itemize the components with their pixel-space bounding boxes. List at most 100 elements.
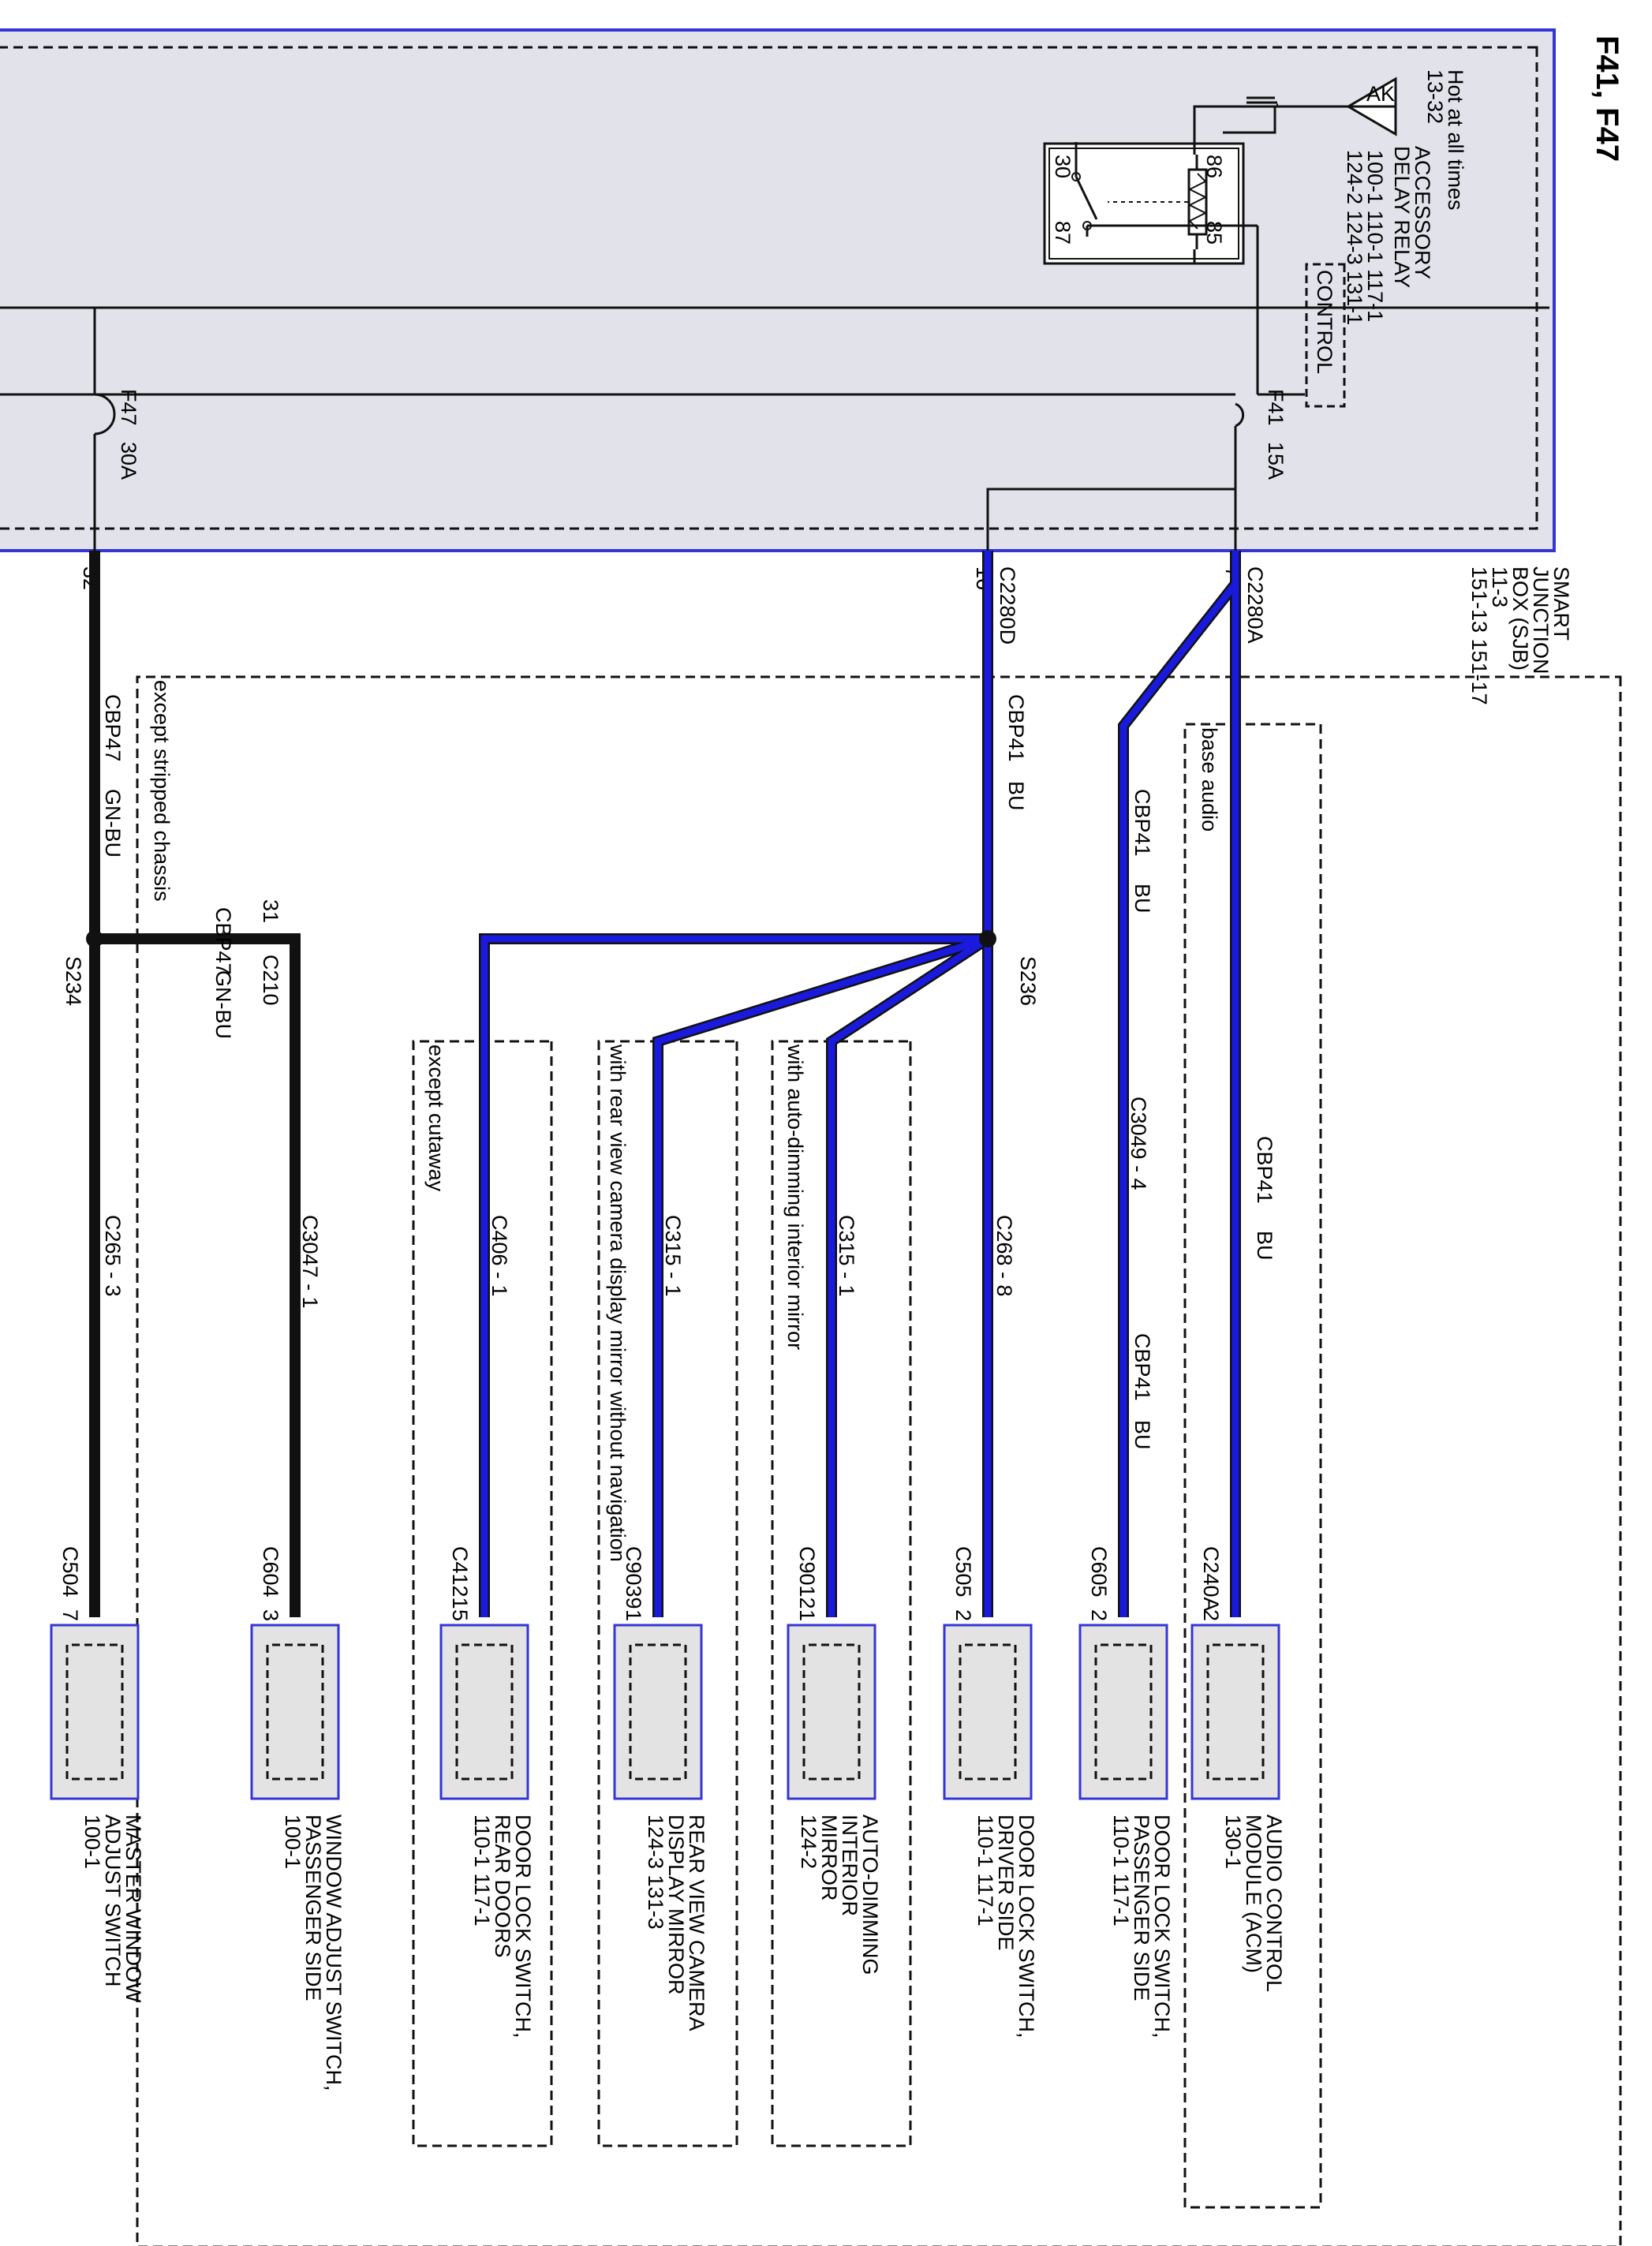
group-base-audio: [1183, 723, 1322, 2209]
component-pin: 3: [259, 1609, 282, 1621]
splice-s234-label: S234: [62, 956, 85, 1006]
svg-text:CBP41: CBP41: [1253, 1136, 1276, 1204]
group-except-stripped-chassis: [136, 675, 1622, 2246]
component-label: MASTER WINDOWADJUST SWITCH100-1: [80, 1814, 145, 2003]
component-box: [250, 1624, 340, 1800]
component-label: DOOR LOCK SWITCH,DRIVER SIDE110-1 117-1: [974, 1814, 1038, 2039]
svg-text:C315 - 1: C315 - 1: [661, 1215, 685, 1297]
svg-text:F47: F47: [117, 389, 140, 426]
component-connector: C504: [58, 1546, 82, 1598]
svg-text:C2280D: C2280D: [996, 566, 1019, 645]
svg-text:C210: C210: [259, 955, 282, 1006]
relay-control: CONTROL: [1305, 263, 1346, 408]
component-pin: 1: [795, 1609, 819, 1621]
svg-text:BU: BU: [1004, 781, 1028, 811]
component-inner: [959, 1643, 1017, 1781]
component-connector: C9012: [795, 1546, 819, 1609]
svg-text:C268 - 8: C268 - 8: [992, 1215, 1016, 1297]
relay-title: ACCESSORY DELAY RELAY: [1390, 146, 1434, 288]
svg-text:CBP47: CBP47: [101, 694, 125, 762]
svg-text:CBP41: CBP41: [1004, 694, 1028, 762]
accessory-delay-relay: 86 85 30 87 ACCESSORY DELAY RELAY 100-1 …: [1043, 142, 1434, 328]
component-connector: C9039: [622, 1546, 645, 1609]
svg-text:C2280A: C2280A: [1243, 566, 1267, 644]
svg-text:C265 - 3: C265 - 3: [101, 1215, 125, 1297]
svg-text:BU: BU: [1131, 884, 1154, 914]
page-title: F41, F47: [1590, 36, 1624, 162]
svg-text:CBP41: CBP41: [1131, 789, 1154, 857]
component-inner: [629, 1643, 687, 1781]
group-outer-label: except stripped chassis: [150, 680, 174, 902]
blue-wires: [480, 551, 1239, 1617]
svg-text:C3049 - 4: C3049 - 4: [1127, 1097, 1150, 1190]
relay-pin-87: 87: [1051, 221, 1075, 245]
component-connector: C604: [259, 1546, 282, 1598]
component-connector: C505: [951, 1546, 975, 1598]
svg-text:F41: F41: [1264, 389, 1288, 426]
component-box: [439, 1624, 529, 1800]
control-label: CONTROL: [1313, 270, 1336, 374]
feed-wires: [1223, 96, 1275, 134]
relay-refs: 100-1 110-1 117-1 124-2 124-3 131-1: [1343, 150, 1387, 328]
svg-text:31: 31: [259, 899, 282, 923]
group-rear-camera-label: with rear view camera display mirror wit…: [606, 1044, 630, 1562]
fuse-f41: F41 15A: [1235, 389, 1288, 480]
inline-connectors: C3049 - 4 C268 - 8 C315 - 1 C315 - 1 C40…: [101, 899, 1150, 1309]
svg-text:GN-BU: GN-BU: [211, 970, 235, 1039]
component-connector: C605: [1087, 1546, 1111, 1598]
group-base-audio-label: base audio: [1198, 727, 1221, 832]
component-pin: 2: [951, 1609, 975, 1621]
component-inner: [1094, 1643, 1153, 1781]
component-inner: [266, 1643, 324, 1781]
component-connector: C4121: [448, 1546, 472, 1609]
component-box: [1190, 1624, 1280, 1800]
fuse-f47: F47 30A: [94, 389, 140, 480]
svg-text:BU: BU: [1253, 1231, 1276, 1261]
component-label: AUDIO CONTROLMODULE (ACM)130-1: [1221, 1814, 1286, 1992]
component-label: REAR VIEW CAMERADISPLAY MIRROR124-3 131-…: [644, 1814, 708, 2031]
svg-text:CBP47: CBP47: [211, 907, 235, 975]
relay-pin-86: 86: [1202, 155, 1226, 178]
svg-text:30A: 30A: [117, 442, 140, 480]
component-pin: 2: [1087, 1609, 1111, 1621]
component-box: [50, 1624, 140, 1800]
component-label: WINDOW ADJUST SWITCH,PASSENGER SIDE100-1: [281, 1814, 346, 2091]
component-pin: 2: [1199, 1609, 1223, 1621]
svg-text:C3047 - 1: C3047 - 1: [298, 1215, 322, 1309]
component-inner: [1206, 1643, 1265, 1781]
component-pin: 5: [448, 1609, 472, 1621]
splice-s236: [979, 930, 996, 947]
component-box: [1078, 1624, 1168, 1800]
svg-text:CBP41: CBP41: [1131, 1333, 1154, 1401]
component-pin: 7: [58, 1609, 82, 1621]
power-connector-label: AK: [1366, 82, 1395, 106]
component-box: [613, 1624, 703, 1800]
svg-text:C406 - 1: C406 - 1: [488, 1215, 511, 1297]
relay-pin-30: 30: [1051, 155, 1075, 178]
svg-text:C315 - 1: C315 - 1: [835, 1215, 858, 1297]
group-except-cutaway-label: except cutaway: [424, 1045, 448, 1192]
component-box: [787, 1624, 876, 1800]
svg-text:BU: BU: [1131, 1420, 1154, 1450]
component-inner: [455, 1643, 514, 1781]
power-source: AK Hot at all times 13-32: [1346, 69, 1467, 211]
sjb-inner-dashed: [0, 46, 1538, 530]
svg-text:15A: 15A: [1264, 442, 1288, 480]
component-inner: [65, 1643, 124, 1781]
component-box: [943, 1624, 1033, 1800]
sjb-label: SMART JUNCTION BOX (SJB) 11-3 151-13 151…: [1467, 566, 1573, 705]
component-label: AUTO-DIMMINGINTERIORMIRROR124-2: [797, 1814, 882, 1975]
wire-labels: CBP41 BU CBP41 BU CBP41 BU CBP41 BU CBP4…: [101, 694, 1276, 1450]
splice-s236-label: S236: [1016, 956, 1040, 1006]
component-pin: 1: [622, 1609, 645, 1621]
component-inner: [802, 1643, 861, 1781]
